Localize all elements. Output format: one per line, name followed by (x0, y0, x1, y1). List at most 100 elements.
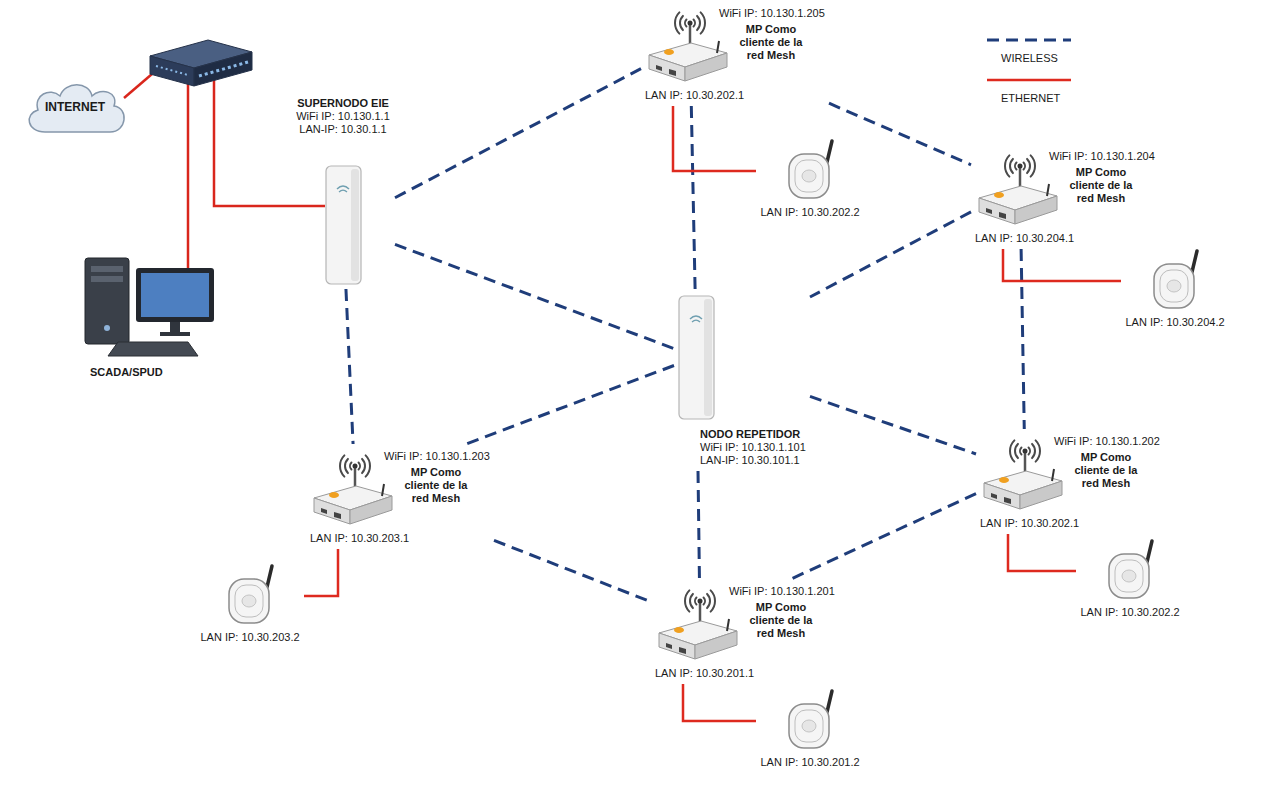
mesh-potato-node: WiFi IP: 10.130.1.201MP Como cliente de … (651, 579, 839, 684)
wifi-antenna-symbol-part (685, 19, 686, 26)
ethernet-wire (187, 84, 190, 268)
switch-leds (156, 66, 188, 75)
wireless-link (395, 69, 641, 198)
mesh-potato-box-part (649, 55, 685, 81)
wireless-link (1021, 249, 1024, 429)
switch-ports (199, 62, 248, 76)
role-label: MP Como cliente de la red Mesh (1070, 451, 1142, 490)
wireless-link (691, 106, 695, 291)
mesh-potato-box-part (999, 477, 1009, 483)
access-point-node: LAN IP: 10.30.202.2 (756, 136, 864, 223)
mesh-potato-box-part (994, 192, 1004, 198)
access-point-icon-part (1160, 270, 1188, 302)
wifi-antenna-symbol (328, 448, 382, 488)
wifi-antenna-symbol (663, 5, 717, 45)
computer-icon-part (160, 332, 190, 336)
wireless-link (810, 212, 971, 297)
access-point-icon-part (229, 579, 269, 623)
access-point-icon-part (242, 595, 256, 607)
ethernet-cable (673, 106, 756, 171)
wifi-antenna-symbol-part (707, 594, 710, 608)
repeater-node: NODO REPETIDORWiFi IP: 10.130.1.101LAN-I… (674, 291, 810, 471)
computer-icon-part (108, 342, 198, 356)
mesh-potato-box-part (669, 69, 676, 76)
wifi-antenna-symbol-part (689, 23, 692, 45)
wifi-ip: WiFi IP: 10.130.1.204 (1049, 150, 1155, 163)
mesh-potato-node: WiFi IP: 10.130.1.203MP Como cliente de … (306, 444, 494, 549)
wifi-antenna-symbol-part (690, 594, 693, 608)
computer-icon-part (170, 322, 180, 332)
wifi-antenna-symbol-part (1024, 162, 1025, 169)
wifi-antenna-symbol-part (1031, 155, 1035, 176)
mesh-potato-box (645, 39, 731, 85)
mesh-potato-box-part (1004, 497, 1011, 504)
access-point-icon-part (795, 160, 823, 192)
mesh-potato-box-part (382, 484, 384, 496)
switch-side (194, 52, 252, 86)
wifi-antenna-symbol-part (1036, 440, 1040, 461)
mesh-potato-box-part (666, 643, 672, 649)
mesh-potato-box-part (999, 212, 1006, 219)
mesh-potato-box-part (991, 493, 997, 499)
access-point-icon-part (1192, 251, 1197, 272)
mesh-potato-box-part (1047, 184, 1049, 196)
lan-ip: LAN-IP: 10.30.1.1 (295, 123, 391, 136)
role-label: MP Como cliente de la red Mesh (735, 23, 807, 62)
nanostation-unit-part (679, 296, 714, 419)
nanostation-unit (678, 295, 715, 420)
wifi-antenna-symbol (998, 433, 1052, 473)
mesh-potato-box (975, 182, 1061, 228)
wireless-link (346, 289, 353, 444)
legend-sample (987, 39, 1071, 42)
wifi-antenna-symbol-part (685, 590, 689, 611)
wifi-antenna-symbol-part (711, 590, 715, 611)
mesh-potato-box-part (314, 498, 350, 524)
access-point-node: LAN IP: 10.30.202.2 (1076, 536, 1184, 623)
wifi-ip: WiFi IP: 10.130.1.1 (295, 110, 391, 123)
mesh-potato-box-part (695, 631, 737, 659)
wifi-antenna-symbol-part (1029, 447, 1030, 454)
access-point-icon-part (1154, 264, 1194, 308)
lan-ip: LAN IP: 10.30.201.2 (761, 756, 860, 769)
wifi-antenna-symbol-part (350, 462, 351, 469)
wifi-antenna-symbol-part (1019, 166, 1022, 188)
wifi-ip: WiFi IP: 10.130.1.203 (384, 450, 490, 463)
access-point-icon-part (827, 141, 832, 162)
mesh-potato-box-part (986, 208, 992, 214)
mesh-potato-box-part (679, 647, 686, 654)
wifi-antenna-symbol-part (688, 21, 693, 26)
access-point-icon-part (802, 170, 816, 182)
wifi-ip: WiFi IP: 10.130.1.201 (729, 585, 835, 598)
mesh-potato-box-part (984, 483, 1020, 509)
workstation-label: SCADA/SPUD (90, 366, 163, 379)
wifi-antenna-symbol-part (359, 462, 360, 469)
cloud-label: INTERNET (20, 100, 130, 114)
wifi-antenna-symbol-part (699, 601, 702, 623)
lan-ip: LAN IP: 10.30.202.2 (761, 206, 860, 219)
legend-swatch (985, 74, 1075, 86)
computer-icon-part (136, 268, 214, 322)
access-point-icon-part (789, 704, 829, 748)
ethernet-cable (683, 684, 756, 721)
wifi-antenna-symbol-part (698, 599, 703, 604)
ethernet-cable (1008, 534, 1076, 571)
mesh-potato-box-part (334, 512, 341, 519)
access-point-icon-part (802, 720, 816, 732)
mesh-potato-box-part (664, 49, 674, 55)
lan-ip: LAN IP: 10.30.203.2 (201, 631, 300, 644)
mesh-potato-box-part (329, 492, 339, 498)
mesh-potato-box (655, 617, 741, 663)
mesh-potato-box-part (727, 619, 729, 631)
wifi-antenna-symbol-part (1005, 155, 1009, 176)
lan-ip: LAN IP: 10.30.202.1 (980, 517, 1079, 530)
legend-label: WIRELESS (1001, 52, 1058, 65)
wifi-antenna-symbol-part (701, 12, 705, 33)
wireless-link (791, 494, 976, 579)
mesh-potato-box-part (685, 53, 727, 81)
wifi-antenna-symbol (673, 583, 727, 623)
mesh-potato-box-part (717, 41, 719, 53)
nanostation-unit-part (326, 166, 361, 284)
